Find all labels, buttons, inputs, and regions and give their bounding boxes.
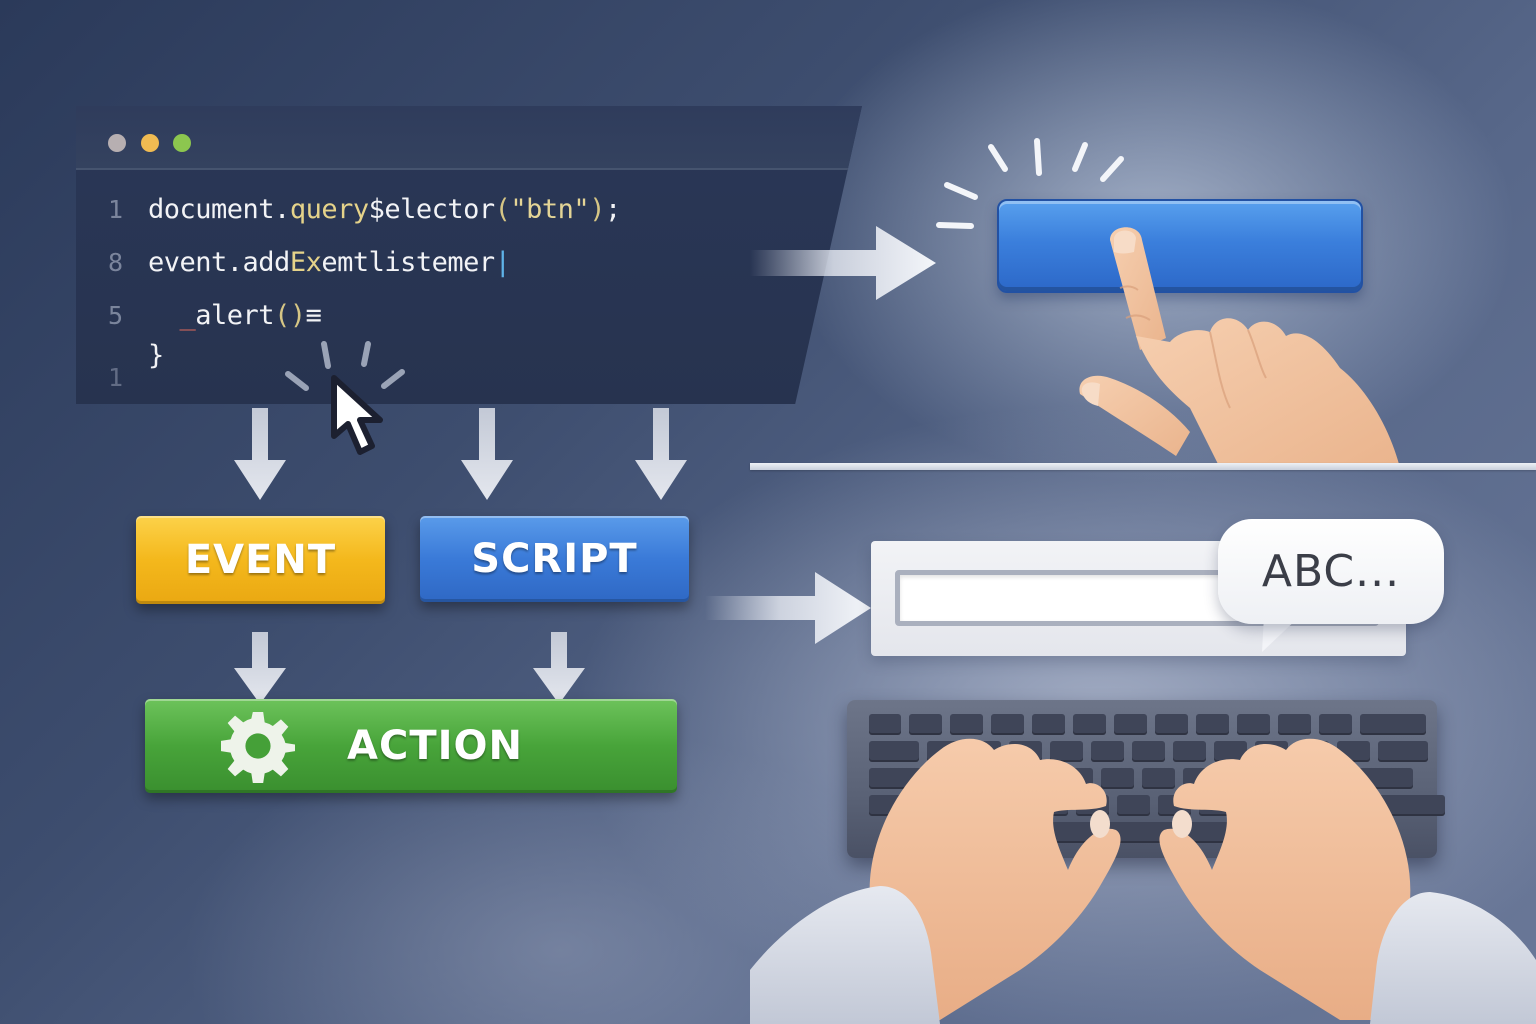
code-editor-window: 1 document.query$elector("btn"); 8 event.a… (76, 106, 862, 404)
pointing-hand-icon (1079, 227, 1400, 468)
window-maximize-dot[interactable] (173, 134, 191, 152)
action-label: ACTION (347, 723, 523, 769)
code-token: query (289, 194, 369, 225)
text-caret: | (494, 247, 511, 278)
window-minimize-dot[interactable] (141, 134, 159, 152)
key[interactable] (1155, 714, 1188, 735)
key[interactable] (1278, 714, 1311, 735)
key[interactable] (1360, 714, 1426, 735)
key[interactable] (1378, 741, 1428, 762)
code-token: ( (494, 194, 511, 225)
code-token: _ (179, 300, 196, 331)
key[interactable] (1101, 768, 1134, 789)
window-close-dot[interactable] (108, 134, 126, 152)
blue-push-button[interactable] (997, 199, 1363, 293)
code-token: () (274, 300, 306, 331)
key[interactable] (1073, 714, 1106, 735)
event-label: EVENT (184, 537, 337, 583)
arrow-down-icon (234, 408, 286, 500)
code-line-3: 5 _alert()≡ (76, 296, 322, 336)
code-token: ) (589, 194, 605, 225)
keyboard-row (869, 714, 1426, 735)
key[interactable] (1091, 741, 1124, 762)
code-token: emtlistemer (321, 247, 495, 278)
key[interactable] (1117, 795, 1150, 816)
line-number: 1 (108, 363, 123, 392)
arrow-down-icon (234, 632, 286, 704)
key[interactable] (869, 741, 919, 762)
code-token: document. (148, 194, 290, 225)
action-box[interactable]: ACTION (145, 699, 677, 793)
gear-icon (221, 711, 295, 783)
key[interactable] (1237, 714, 1270, 735)
speech-bubble-tail (1262, 616, 1300, 652)
code-token: $elector (368, 194, 496, 225)
arrow-down-icon (533, 632, 585, 704)
key[interactable] (909, 714, 942, 735)
click-sparks-icon (285, 341, 405, 391)
speech-bubble-text: ABC... (1261, 546, 1401, 597)
key[interactable] (869, 714, 901, 735)
section-divider (750, 463, 1536, 470)
code-line-5: 1 (76, 358, 148, 398)
arrow-right-icon (705, 572, 871, 644)
code-token: ; (604, 194, 621, 225)
key[interactable] (1214, 741, 1247, 762)
code-line-2: 8 event.addExemtlistemer| (76, 243, 511, 283)
key[interactable] (991, 714, 1024, 735)
arrow-down-icon (461, 408, 513, 500)
key[interactable] (1114, 714, 1147, 735)
script-box[interactable]: SCRIPT (420, 516, 689, 602)
line-number: 1 (108, 195, 123, 224)
editor-titlebar (76, 106, 862, 170)
key[interactable] (1132, 741, 1165, 762)
arrow-down-icon (635, 408, 687, 500)
code-line-1: 1 document.query$elector("btn"); (76, 190, 621, 230)
key[interactable] (1173, 741, 1206, 762)
key[interactable] (950, 714, 983, 735)
key[interactable] (1050, 741, 1083, 762)
typing-hands-icon (750, 738, 1536, 1024)
event-box[interactable]: EVENT (136, 516, 385, 604)
code-token: event.add (148, 247, 290, 278)
code-token: Ex (289, 247, 322, 278)
key[interactable] (1196, 714, 1229, 735)
mouse-pointer-icon (331, 375, 383, 455)
key[interactable] (1032, 714, 1065, 735)
code-token: ≡ (305, 300, 322, 331)
press-sparks-icon (936, 138, 1124, 229)
key[interactable] (1319, 714, 1352, 735)
script-label: SCRIPT (471, 536, 638, 582)
line-number: 5 (108, 301, 123, 330)
speech-bubble: ABC... (1218, 519, 1444, 624)
code-token: } (148, 340, 164, 371)
key[interactable] (1142, 768, 1175, 789)
code-token: alert (195, 300, 275, 331)
arrow-right-icon (750, 226, 936, 300)
line-number: 8 (108, 248, 123, 277)
code-line-4: } (76, 336, 164, 376)
code-token: "btn" (510, 194, 590, 225)
